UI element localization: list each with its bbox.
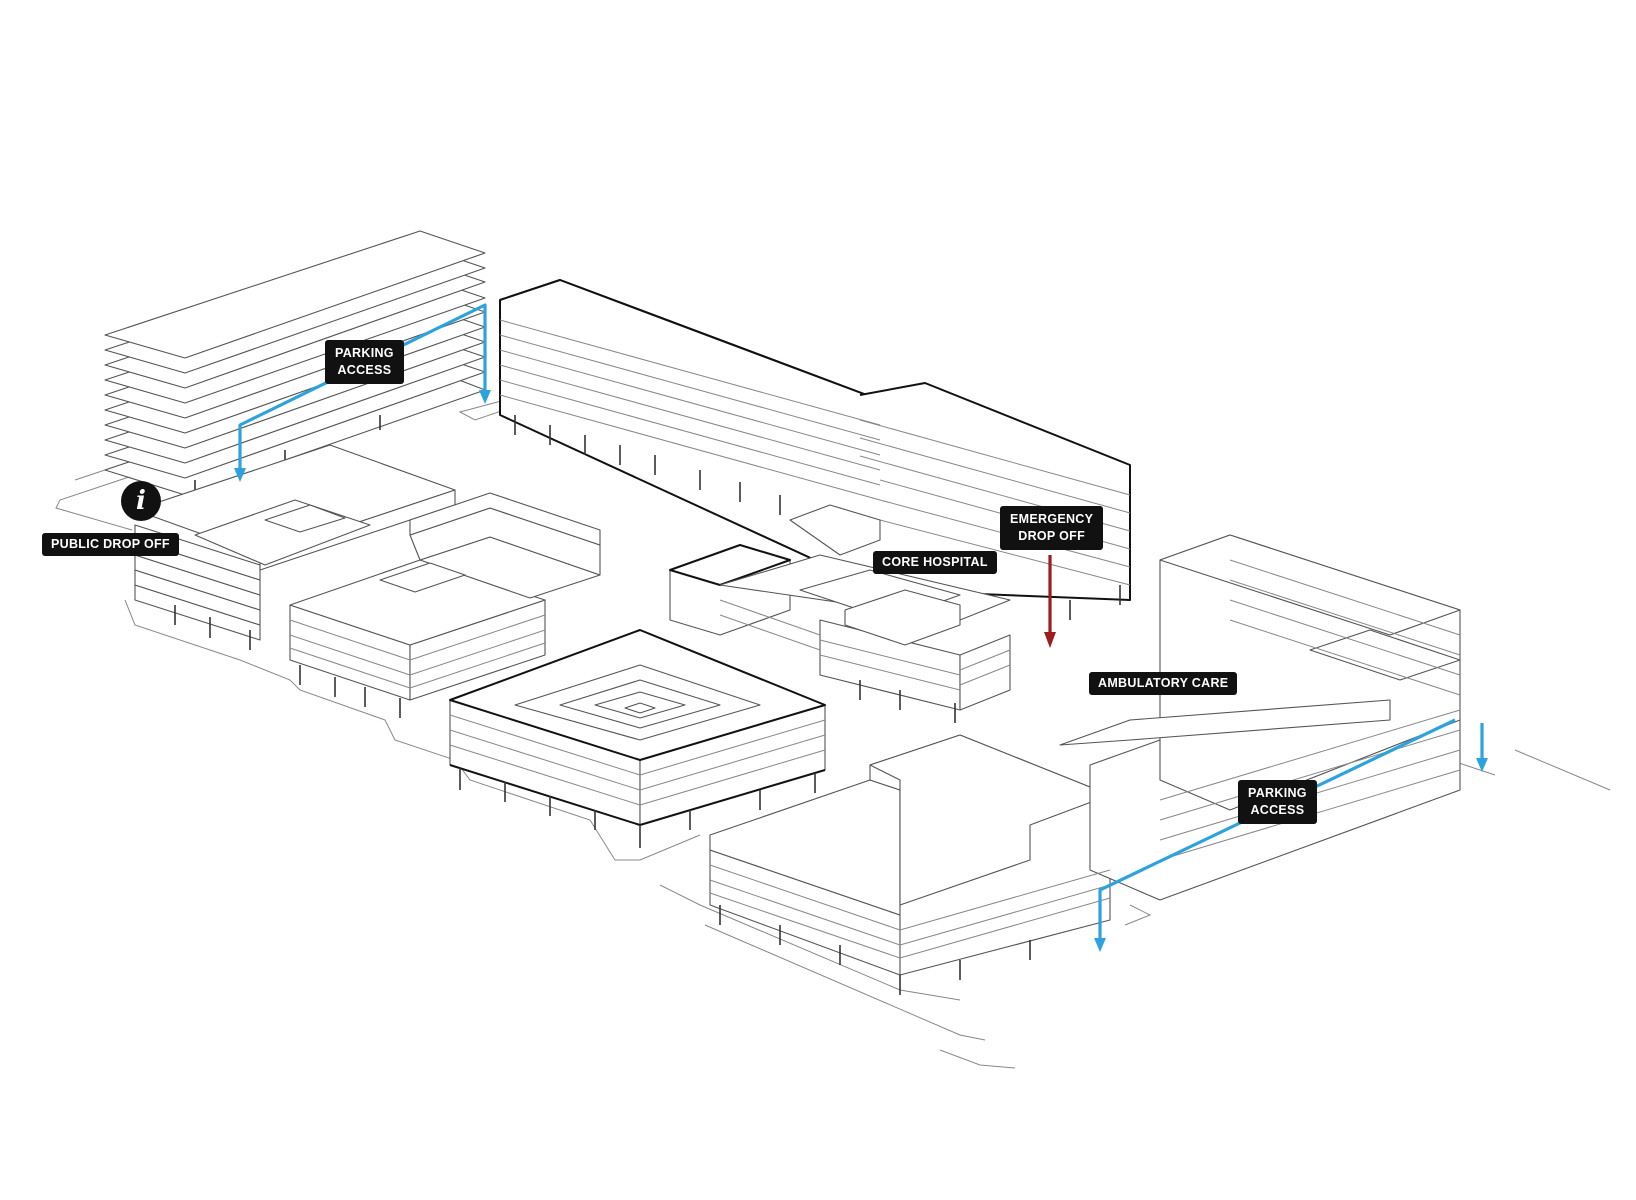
label-parking-access-bottom-line2: ACCESS bbox=[1250, 803, 1305, 817]
label-ambulatory-care-text: AMBULATORY CARE bbox=[1098, 676, 1229, 690]
label-emergency-drop-off: EMERGENCY DROP OFF bbox=[1000, 506, 1104, 550]
info-icon: i bbox=[121, 481, 161, 521]
building-left-front bbox=[134, 444, 456, 650]
label-emergency-drop-off-line1: EMERGENCY bbox=[1010, 512, 1094, 526]
parking-route-bottom-right bbox=[1094, 718, 1488, 952]
building-middle-left bbox=[289, 492, 601, 718]
label-ambulatory-care: AMBULATORY CARE bbox=[1089, 672, 1238, 695]
label-parking-access-top-line2: ACCESS bbox=[337, 363, 392, 377]
label-core-hospital: CORE HOSPITAL bbox=[873, 551, 997, 574]
label-parking-access-bottom-line1: PARKING bbox=[1248, 786, 1307, 800]
label-emergency-drop-off-line2: DROP OFF bbox=[1018, 529, 1086, 543]
building-core-hospital bbox=[669, 504, 1011, 723]
label-parking-access-top-line1: PARKING bbox=[335, 346, 394, 360]
label-parking-access-top: PARKING ACCESS bbox=[325, 340, 404, 384]
label-public-drop-off: PUBLIC DROP OFF bbox=[42, 533, 179, 556]
emergency-route-arrow bbox=[1044, 555, 1056, 648]
label-parking-access-bottom: PARKING ACCESS bbox=[1238, 780, 1317, 824]
building-ambulatory-care bbox=[709, 534, 1461, 995]
label-public-drop-off-text: PUBLIC DROP OFF bbox=[51, 537, 170, 551]
building-central-courtyard bbox=[449, 629, 826, 848]
label-core-hospital-text: CORE HOSPITAL bbox=[882, 555, 988, 569]
